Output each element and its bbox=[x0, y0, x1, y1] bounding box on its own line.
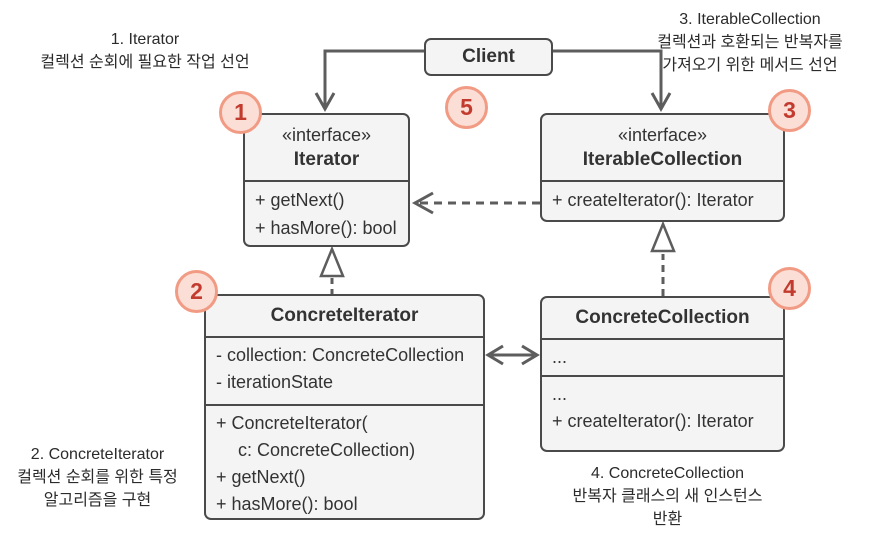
concreteiterator-header: ConcreteIterator bbox=[206, 296, 483, 336]
client-to-iterator-arrowhead bbox=[314, 92, 336, 113]
concreteiterator-method: + ConcreteIterator( bbox=[216, 413, 368, 433]
badge-5-number: 5 bbox=[460, 94, 473, 120]
badge-1: 1 bbox=[219, 91, 262, 134]
realization-iterator-triangle bbox=[319, 245, 345, 278]
concreteiterator-field: - iterationState bbox=[216, 372, 334, 392]
concretecollection-header: ConcreteCollection bbox=[542, 298, 783, 338]
client-class-box: Client bbox=[424, 38, 553, 76]
concretecollection-field: ... bbox=[552, 347, 568, 367]
iterator-method: + getNext() bbox=[255, 190, 345, 210]
iterator-method: + hasMore(): bool bbox=[255, 218, 397, 238]
concretecollection-methods: ... + createIterator(): Iterator bbox=[542, 375, 783, 439]
note-iterablecollection-line: 가져오기 위한 메서드 선언 bbox=[662, 57, 838, 74]
concreteiterator-class-box: ConcreteIterator - collection: ConcreteC… bbox=[204, 294, 485, 520]
client-to-iterablecollection-arrowhead bbox=[650, 92, 672, 113]
note-concretecollection: 4. ConcreteCollection 반복자 클래스의 새 인스턴스 반환 bbox=[545, 462, 790, 531]
client-to-iterator-arrow bbox=[323, 49, 424, 107]
note-iterator-line: 컬렉션 순회에 필요한 작업 선언 bbox=[40, 54, 250, 71]
iterator-header: «interface» Iterator bbox=[245, 115, 408, 180]
concreteiterator-methods: + ConcreteIterator( c: ConcreteCollectio… bbox=[206, 404, 483, 522]
concreteiterator-method: + hasMore(): bool bbox=[216, 494, 358, 514]
client-class-name: Client bbox=[462, 46, 515, 67]
concreteiterator-method: c: ConcreteCollection) bbox=[238, 440, 416, 460]
iterablecollection-stereotype: «interface» bbox=[617, 124, 708, 145]
badge-2: 2 bbox=[175, 270, 218, 313]
badge-5: 5 bbox=[445, 86, 488, 129]
badge-2-number: 2 bbox=[190, 278, 203, 304]
note-concreteiterator-title: 2. ConcreteIterator bbox=[30, 446, 165, 463]
client-to-iterablecollection-arrow bbox=[553, 49, 663, 107]
concretecollection-method: + createIterator(): Iterator bbox=[552, 411, 754, 431]
concretecollection-class-box: ConcreteCollection ... ... + createItera… bbox=[540, 296, 785, 452]
concretecollection-class-name: ConcreteCollection bbox=[575, 307, 750, 328]
realization-iterablecollection-triangle bbox=[650, 220, 676, 253]
note-concretecollection-title: 4. ConcreteCollection bbox=[591, 465, 744, 482]
association-arrowhead-right bbox=[521, 344, 540, 366]
concreteiterator-field: - collection: ConcreteCollection bbox=[216, 345, 465, 365]
iterablecollection-header: «interface» IterableCollection bbox=[542, 115, 783, 180]
iterator-methods: + getNext() + hasMore(): bool bbox=[245, 180, 408, 246]
note-concretecollection-line: 반복자 클래스의 새 인스턴스 bbox=[572, 488, 763, 505]
iterablecollection-method: + createIterator(): Iterator bbox=[552, 190, 754, 210]
concreteiterator-fields: - collection: ConcreteCollection - itera… bbox=[206, 336, 483, 404]
dependency-arrowhead bbox=[411, 191, 434, 215]
note-iterator: 1. Iterator 컬렉션 순회에 필요한 작업 선언 bbox=[20, 28, 270, 74]
note-concreteiterator-line: 컬렉션 순회를 위한 특정 bbox=[17, 469, 178, 486]
note-iterablecollection-line: 컬렉션과 호환되는 반복자를 bbox=[657, 34, 843, 51]
badge-3: 3 bbox=[768, 89, 811, 132]
note-iterablecollection-title: 3. IterableCollection bbox=[679, 11, 821, 28]
association-arrowhead-left bbox=[485, 344, 504, 366]
concretecollection-method: ... bbox=[552, 384, 568, 404]
concretecollection-fields: ... bbox=[542, 338, 783, 375]
iterablecollection-interface-box: «interface» IterableCollection + createI… bbox=[540, 113, 785, 222]
badge-4: 4 bbox=[768, 267, 811, 310]
iterablecollection-class-name: IterableCollection bbox=[582, 148, 743, 170]
iterator-interface-box: «interface» Iterator + getNext() + hasMo… bbox=[243, 113, 410, 247]
concreteiterator-method: + getNext() bbox=[216, 467, 306, 487]
note-iterablecollection: 3. IterableCollection 컬렉션과 호환되는 반복자를 가져오… bbox=[635, 8, 865, 77]
badge-4-number: 4 bbox=[783, 275, 796, 301]
note-concreteiterator-line: 알고리즘을 구현 bbox=[43, 492, 152, 509]
badge-1-number: 1 bbox=[234, 99, 247, 125]
iterablecollection-methods: + createIterator(): Iterator bbox=[542, 180, 783, 218]
note-concretecollection-line: 반환 bbox=[652, 511, 683, 528]
iterator-class-name: Iterator bbox=[293, 148, 360, 170]
note-concreteiterator: 2. ConcreteIterator 컬렉션 순회를 위한 특정 알고리즘을 … bbox=[5, 443, 190, 512]
iterator-stereotype: «interface» bbox=[281, 124, 372, 145]
concreteiterator-class-name: ConcreteIterator bbox=[270, 305, 419, 326]
note-iterator-title: 1. Iterator bbox=[110, 31, 180, 48]
badge-3-number: 3 bbox=[783, 97, 796, 123]
